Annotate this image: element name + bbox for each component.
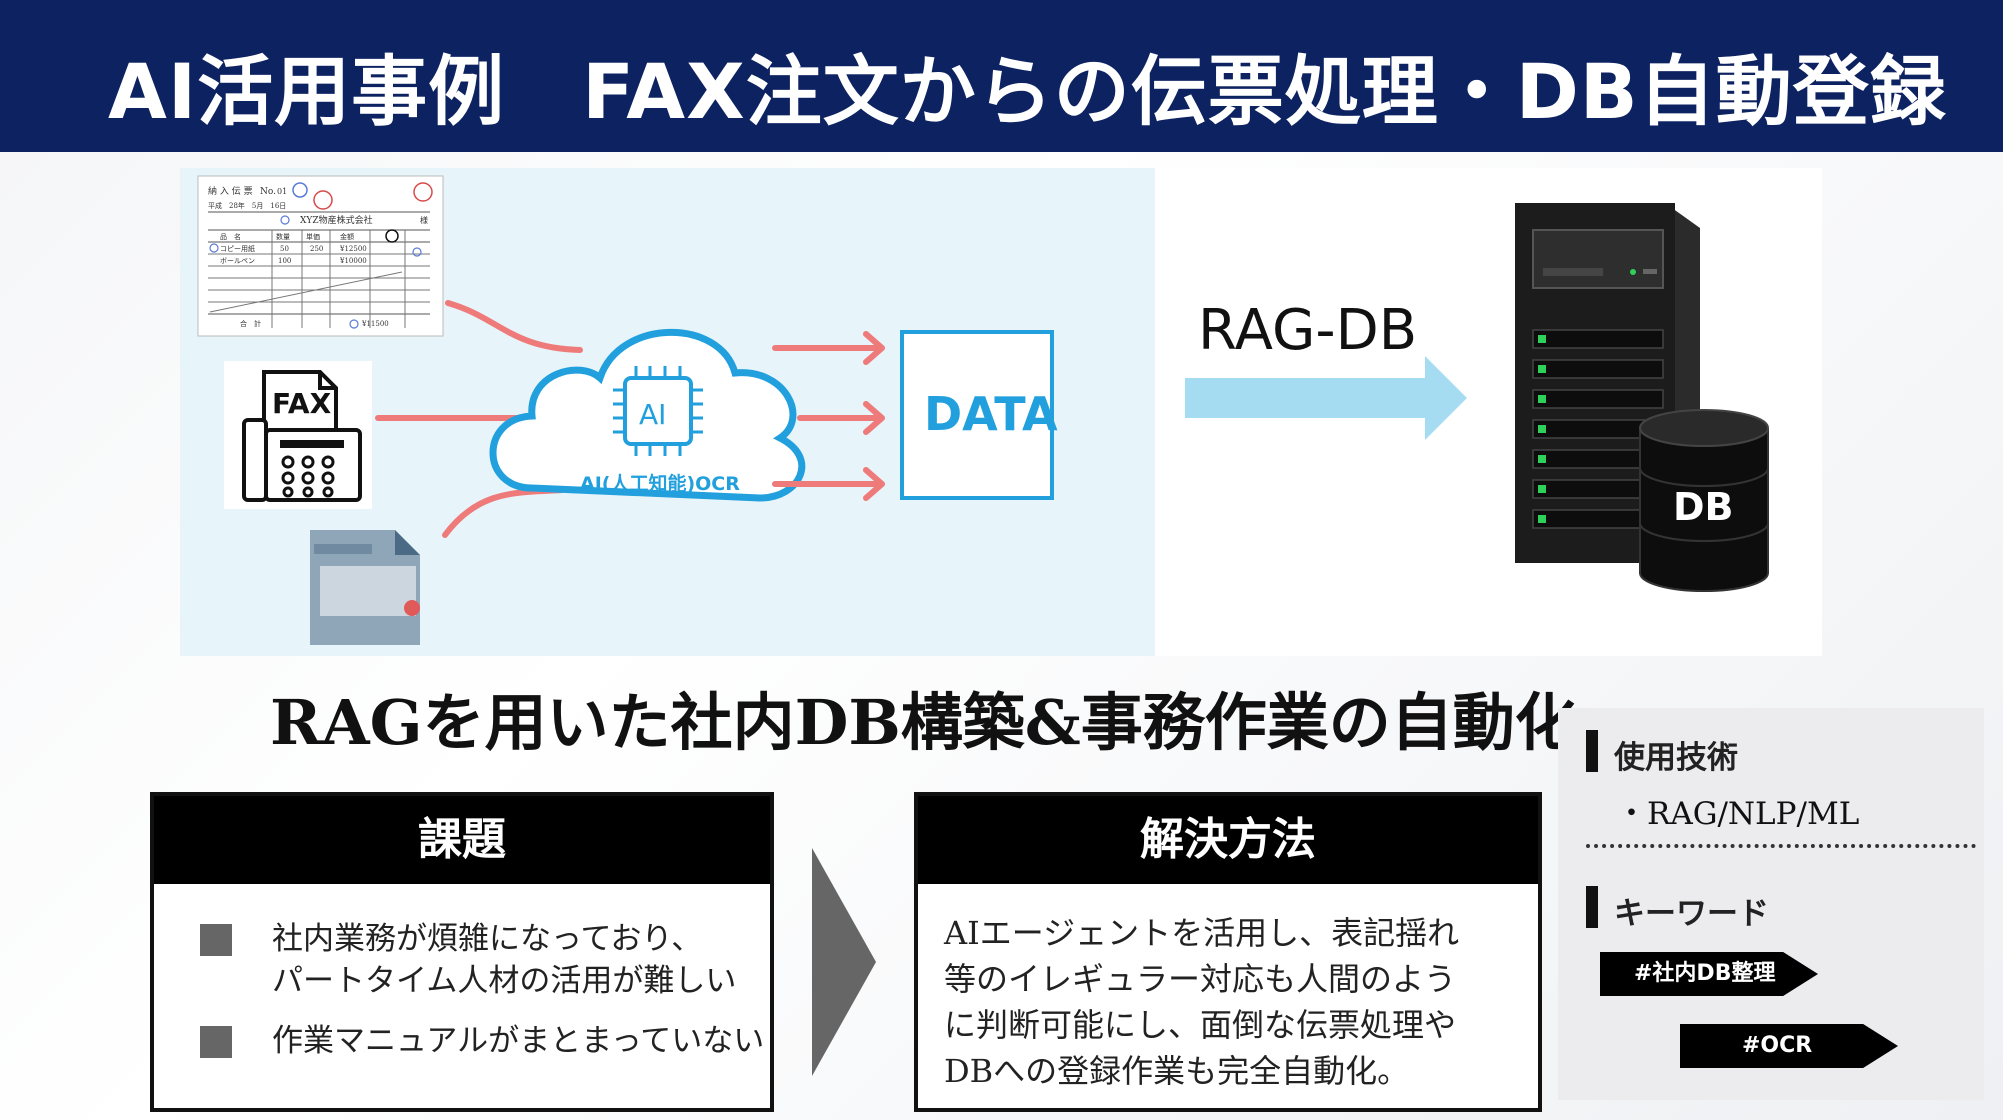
issues-title: 課題 [154, 796, 770, 884]
db-label: DB [1673, 485, 1734, 529]
data-label: DATA [924, 387, 1058, 441]
database-cylinder-icon: DB [1639, 409, 1769, 592]
chevron-right-icon [812, 848, 876, 1076]
chip-label: AI [639, 398, 666, 431]
invoice-col-name: 品 名 [220, 232, 241, 241]
ai-ocr-cloud: AI AI(人工知能)OCR [489, 328, 806, 502]
section-marker [1586, 730, 1598, 772]
divider [1586, 844, 1976, 848]
tech-item: ・RAG/NLP/ML [1616, 796, 1860, 832]
invoice-honorific: 様 [420, 215, 428, 225]
bullet-square-icon [200, 924, 232, 956]
invoice-row2-qty: 100 [278, 257, 291, 265]
fax-machine-icon: FAX [224, 361, 372, 509]
bullet-square-icon [200, 1026, 232, 1058]
keyword-tag: #社内DB整理 [1600, 952, 1818, 996]
page-title: AI活用事例 FAX注文からの伝票処理・DB自動登録 [108, 47, 1947, 136]
invoice-no-label: No. [260, 187, 276, 197]
server-panel: DB [1155, 168, 1822, 656]
invoice-row2-name: ボールペン [220, 257, 255, 265]
solution-title: 解決方法 [918, 796, 1538, 884]
invoice-row1-amount: ¥12500 [339, 245, 367, 253]
headline: RAGを用いた社内DB構築&事務作業の自動化 [270, 686, 1577, 759]
folder-icon [310, 530, 420, 645]
invoice-document: 納 入 伝 票 No. 01 平成 28年 5月 16日 XYZ物産株式会社 様… [197, 175, 444, 337]
cloud-label: AI(人工知能)OCR [580, 472, 740, 495]
invoice-no-value: 01 [277, 187, 287, 196]
invoice-title: 納 入 伝 票 [208, 185, 253, 197]
invoice-row1-qty: 50 [280, 245, 289, 253]
keyword-tag: #OCR [1680, 1024, 1898, 1068]
invoice-row1-name: コピー用紙 [220, 244, 255, 253]
tech-panel: 使用技術 ・RAG/NLP/ML キーワード #社内DB整理 #OCR [1558, 708, 1984, 1100]
invoice-total-amount: ¥11500 [361, 320, 389, 328]
solution-box: 解決方法 AIエージェントを活用し、表記揺れ 等のイレギュラー対応も人間のよう … [914, 792, 1542, 1112]
invoice-row2-amount: ¥10000 [339, 257, 367, 265]
invoice-company: XYZ物産株式会社 [300, 214, 373, 226]
issue-text: 作業マニュアルがまとまっていない [272, 1023, 765, 1059]
ocr-illustration: 納 入 伝 票 No. 01 平成 28年 5月 16日 XYZ物産株式会社 様… [180, 168, 1155, 656]
invoice-col-qty: 数量 [276, 232, 290, 241]
output-flow-arrows [772, 331, 885, 501]
invoice-total-label: 合 計 [240, 319, 261, 328]
data-box: DATA [900, 330, 1058, 500]
header-bar: AI活用事例 FAX注文からの伝票処理・DB自動登録 [0, 0, 2003, 152]
fax-label: FAX [272, 387, 332, 420]
section-marker [1586, 886, 1598, 928]
invoice-date: 平成 28年 5月 16日 [208, 201, 286, 210]
invoice-col-price: 単価 [306, 232, 320, 241]
solution-text: AIエージェントを活用し、表記揺れ 等のイレギュラー対応も人間のよう に判断可能… [944, 914, 1460, 1090]
rag-arrow [1185, 356, 1467, 440]
tech-heading: 使用技術 [1614, 740, 1738, 776]
issue-text: 社内業務が煩雑になっており、 パートタイム人材の活用が難しい [272, 921, 737, 999]
issues-box: 課題 社内業務が煩雑になっており、 パートタイム人材の活用が難しい 作業マニュア… [150, 792, 774, 1112]
invoice-col-amount: 金額 [340, 232, 354, 241]
rag-db-label: RAG-DB [1198, 298, 1418, 363]
invoice-row1-price: 250 [310, 245, 323, 253]
keyword-heading: キーワード [1614, 896, 1769, 932]
